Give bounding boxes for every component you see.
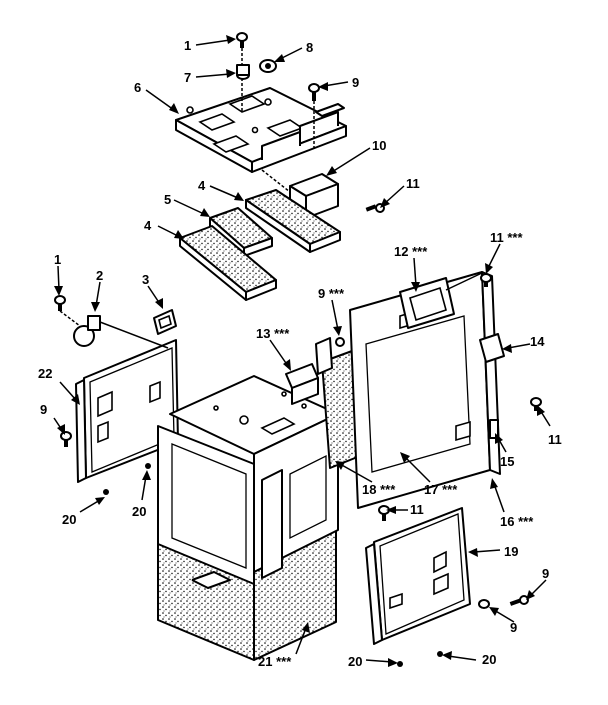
callout-17: 17 *** [424,482,458,497]
callout-16: 16 *** [500,514,534,529]
callout-5: 5 [164,192,171,207]
callout-4-upper: 4 [198,178,206,193]
washer-bottom-right [437,651,443,657]
callout-11-right: 11 [548,432,562,447]
screw-top-right [308,83,320,150]
callout-19: 19 [504,544,518,559]
callout-12: 12 *** [394,244,428,259]
nut-part-8 [259,59,277,73]
screw-left-lower [60,431,72,447]
callout-22: 22 [38,366,52,381]
callout-9-left: 9 [40,402,47,417]
top-mounting-plate [175,87,347,173]
screw-center [335,337,345,347]
right-side-panel [365,507,471,645]
callout-6: 6 [134,80,141,95]
callout-8: 8 [306,40,313,55]
callout-10: 10 [372,138,386,153]
callout-4-lower: 4 [144,218,152,233]
callout-20-bottom-left: 20 [348,654,362,669]
callout-14: 14 [530,334,545,349]
callout-11-lower: 11 [410,502,424,517]
callout-arrows [53,35,551,667]
lamp-socket [73,315,101,347]
callout-1-left: 1 [54,252,61,267]
callout-9-center: 9 *** [318,286,345,301]
callout-labels: 1 8 7 6 9 10 4 11 5 4 12 *** 11 *** 1 2 … [38,38,562,669]
callout-21: 21 *** [258,654,292,669]
clip-part-15 [489,419,499,439]
callout-13: 13 *** [256,326,290,341]
cover-part-14 [479,333,505,363]
insulation-pad-upper [245,189,341,253]
rear-panel-16 [349,271,501,509]
callout-11-rear: 11 *** [490,230,523,245]
washer-left-center [145,463,151,469]
callout-20-bottom-right: 20 [482,652,496,667]
insulation-pad-lower [179,225,277,301]
callout-20-left: 20 [62,512,76,527]
vent-part-12 [399,271,485,329]
spacer-part-7 [236,64,250,80]
callout-11-top: 11 [406,176,420,191]
callout-9-right-upper: 9 [542,566,549,581]
callout-3: 3 [142,272,149,287]
callout-20-center: 20 [132,504,146,519]
screw-right-top [378,505,390,521]
callout-15: 15 [500,454,514,469]
screw-right-lower [478,595,529,609]
callout-7: 7 [184,70,191,85]
callout-9-top: 9 [352,75,359,90]
screw-left [54,295,81,327]
oven-cavity [157,375,339,585]
callout-18: 18 *** [362,482,396,497]
cover-plate-3 [153,309,177,335]
callout-2: 2 [96,268,103,283]
washer-left [103,489,109,495]
washer-bottom-left [397,661,403,667]
duct-part-13 [285,337,333,405]
callout-1-top: 1 [184,38,191,53]
screw-top [236,32,248,112]
callout-9-right-lower: 9 [510,620,517,635]
screw-rear-right [530,397,542,411]
